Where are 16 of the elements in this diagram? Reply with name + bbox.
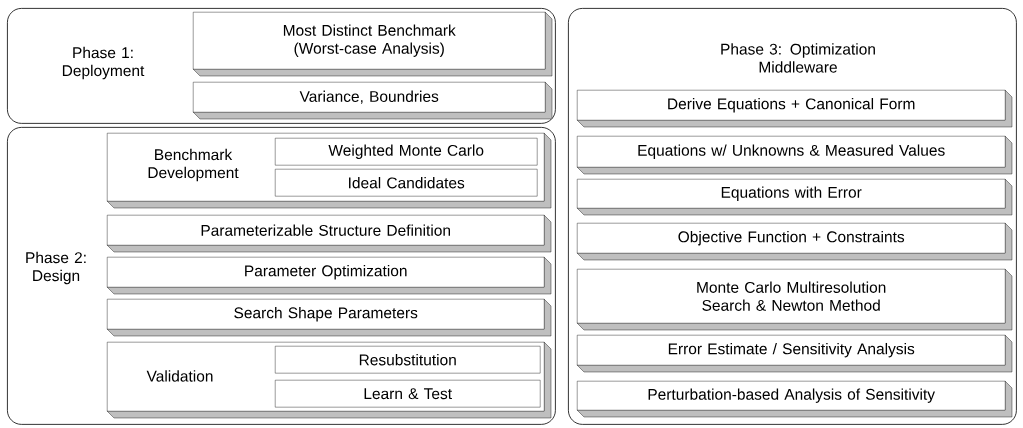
process-box: Parameterizable Structure Definition	[106, 214, 552, 253]
process-box: Error Estimate / Sensitivity Analysis	[576, 334, 1013, 373]
sub-box: Learn & Test	[275, 380, 541, 408]
process-box: Equations w/ Unknowns & Measured Values	[576, 135, 1013, 175]
process-box: Equations with Error	[576, 178, 1013, 216]
process-box: Monte Carlo Multiresolution Search & Newton Method	[576, 268, 1013, 331]
process-box: Parameter Optimization	[106, 256, 552, 295]
sub-box: Resubstitution	[275, 346, 541, 374]
sub-box: Ideal Candidates	[275, 169, 538, 197]
sub-box: Weighted Monte Carlo	[275, 138, 538, 166]
process-box: Most Distinct Benchmark (Worst-case Analysis)	[192, 11, 553, 77]
process-box: Objective Function + Constraints	[576, 222, 1013, 261]
process-box: Perturbation-based Analysis of Sensitivity	[576, 380, 1013, 418]
process-box: Derive Equations + Canonical Form	[576, 89, 1013, 128]
process-box: Search Shape Parameters	[106, 298, 552, 337]
process-box: Variance, Boundries	[192, 81, 553, 120]
